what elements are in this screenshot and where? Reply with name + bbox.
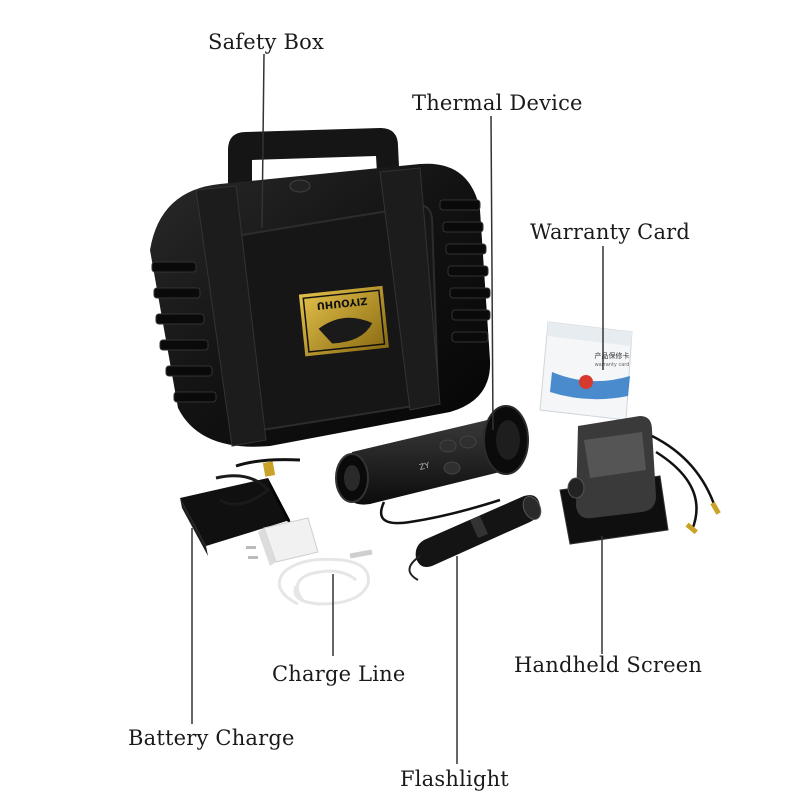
battery-charger	[180, 458, 301, 556]
warranty-card: 产品保修卡 warranty card	[539, 321, 633, 421]
charge-line-label: Charge Line	[272, 662, 406, 686]
warranty-card-title: 产品保修卡	[595, 351, 630, 360]
wall-adapter	[246, 517, 319, 566]
warranty-card-label: Warranty Card	[530, 220, 691, 244]
case-logo-text: ZIYOUHU	[316, 295, 368, 311]
battery-charge-label: Battery Charge	[128, 726, 295, 750]
device-label-text: ZY	[418, 461, 430, 472]
charge-line	[277, 549, 373, 606]
flashlight	[408, 495, 542, 581]
handheld-screen	[559, 416, 721, 545]
flashlight-label: Flashlight	[400, 767, 509, 791]
thermal-device: ZY	[335, 405, 529, 525]
warranty-card-subtitle: warranty card	[595, 362, 630, 368]
leader-lines	[191, 53, 604, 764]
safety-box-label: Safety Box	[208, 30, 325, 54]
safety-box: ZIYOUHU	[150, 128, 491, 447]
thermal-device-label: Thermal Device	[412, 91, 583, 115]
handheld-screen-label: Handheld Screen	[514, 653, 703, 677]
case-logo: ZIYOUHU	[298, 285, 389, 357]
